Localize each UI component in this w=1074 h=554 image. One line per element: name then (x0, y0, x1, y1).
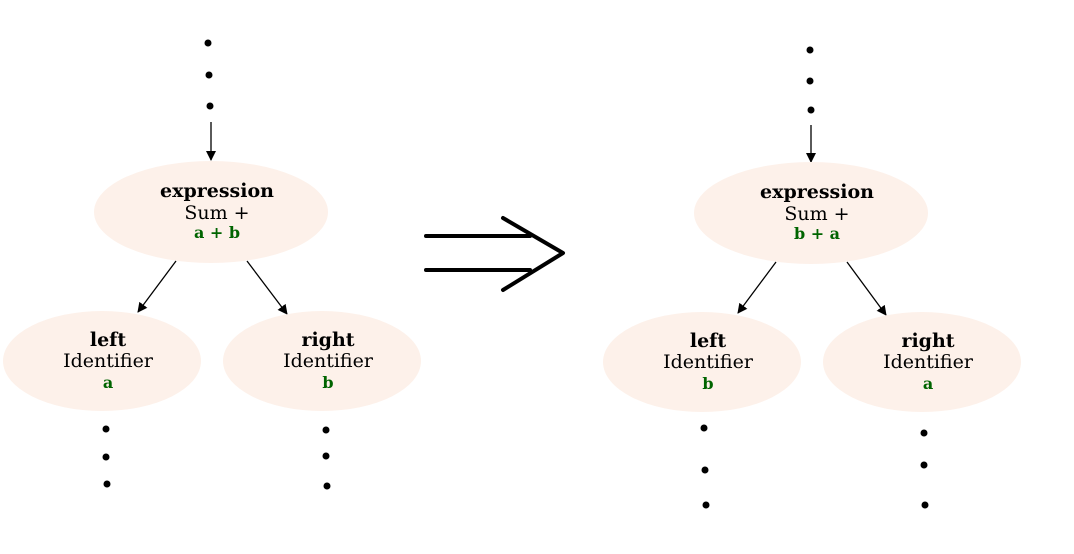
node-role: left (690, 330, 726, 352)
ellipsis-dots (806, 46, 815, 114)
before-tree: expression Sum + a + b left Identifier a… (3, 39, 421, 490)
node-role: right (901, 330, 954, 352)
node-role: expression (160, 180, 274, 202)
node-left: left Identifier b (603, 312, 801, 412)
node-expression: expression Sum + a + b (94, 161, 328, 263)
ellipsis-dots (920, 429, 929, 509)
node-left: left Identifier a (3, 311, 201, 411)
node-expression: expression Sum + b + a (694, 162, 928, 264)
node-role: left (90, 329, 126, 351)
node-role: expression (760, 181, 874, 203)
node-code: b (322, 373, 333, 392)
node-code: a (923, 374, 933, 393)
node-kind: Sum + (184, 202, 249, 224)
edge (137, 260, 177, 313)
node-code: b + a (794, 224, 840, 243)
node-kind: Sum + (784, 203, 849, 225)
ellipsis-dots (204, 39, 214, 110)
node-code: a (103, 373, 113, 392)
node-right: right Identifier b (223, 311, 421, 411)
after-tree: expression Sum + b + a left Identifier b… (603, 46, 1021, 509)
ellipsis-dots (102, 425, 111, 488)
node-kind: Identifier (663, 351, 754, 373)
node-kind: Identifier (63, 350, 154, 372)
edge (246, 260, 288, 315)
edge (737, 261, 777, 314)
node-code: b (702, 374, 713, 393)
node-role: right (301, 329, 354, 351)
node-right: right Identifier a (823, 312, 1021, 412)
ellipsis-dots (322, 426, 331, 490)
node-kind: Identifier (883, 351, 974, 373)
edge (846, 261, 887, 316)
node-code: a + b (194, 223, 240, 242)
ellipsis-dots (700, 424, 710, 509)
double-arrow-icon (424, 216, 565, 292)
node-kind: Identifier (283, 350, 374, 372)
